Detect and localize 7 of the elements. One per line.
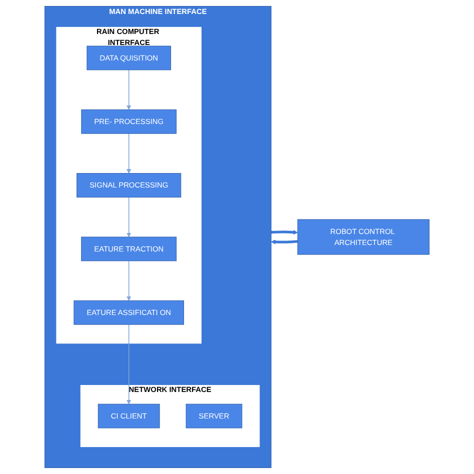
- arrow: [126, 324, 132, 404]
- arrow: [126, 70, 132, 110]
- arrow: [270, 240, 298, 244]
- arrow: [126, 260, 132, 301]
- arrow: [271, 230, 298, 235]
- arrow: [126, 196, 132, 238]
- arrow: [126, 133, 132, 174]
